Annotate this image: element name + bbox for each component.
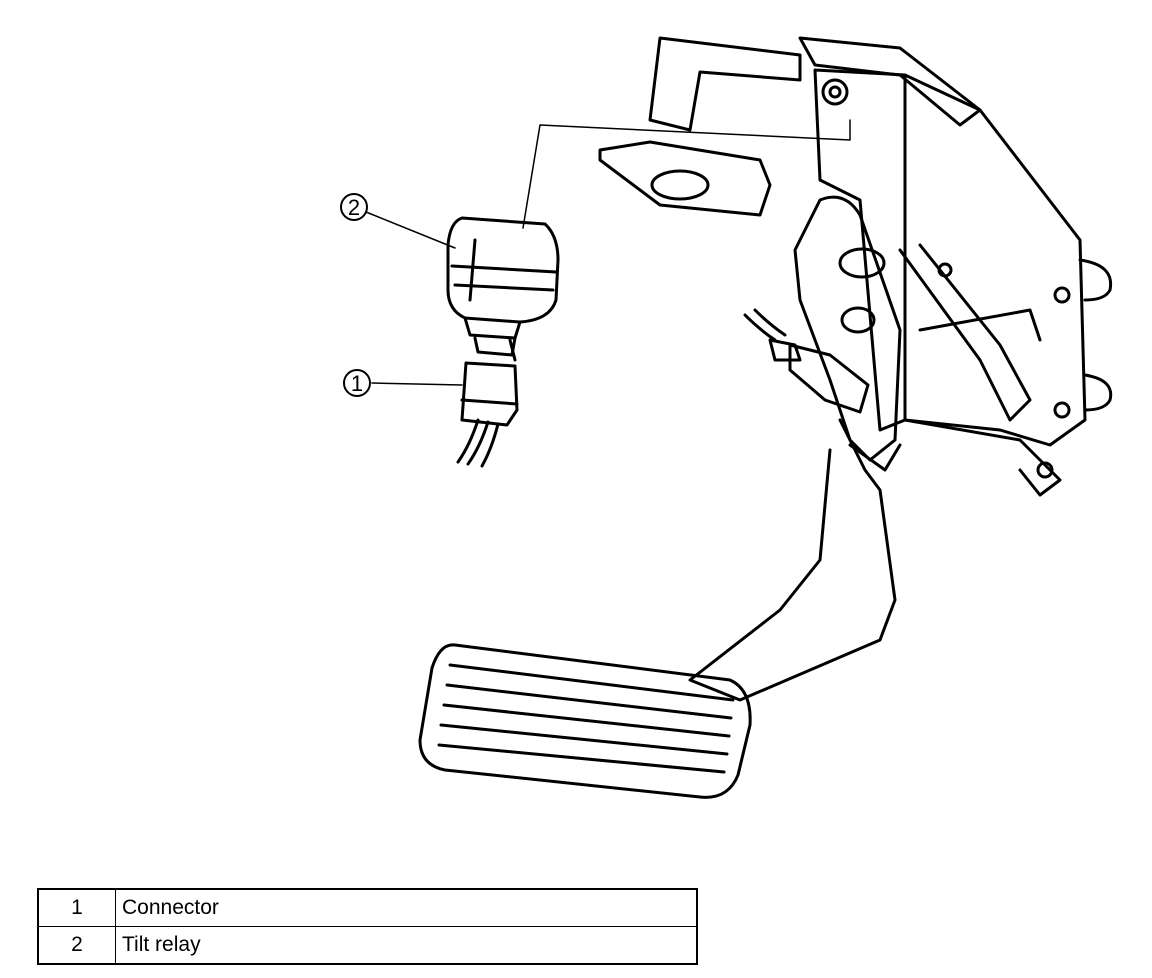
brake-pedal-pad	[418, 643, 752, 799]
legend-number: 2	[37, 926, 116, 965]
brake-pedal-arm	[688, 195, 902, 702]
legend-row: 1 Connector	[37, 888, 698, 927]
legend-label: Tilt relay	[115, 926, 698, 965]
parts-legend-table: 1 Connector 2 Tilt relay	[37, 888, 698, 965]
legend-number: 1	[37, 888, 116, 927]
callout-2-leader	[365, 211, 456, 249]
brake-pedal-tilt-relay-diagram: 2 1	[340, 36, 1113, 799]
callout-2: 2	[340, 193, 368, 221]
callout-1: 1	[343, 369, 371, 397]
svg-text:1: 1	[351, 371, 363, 396]
installed-tilt-relay	[743, 308, 870, 414]
pedal-support-bracket	[598, 36, 1113, 497]
relay-location-leader	[522, 119, 851, 229]
tilt-relay-exploded	[446, 216, 560, 362]
svg-text:2: 2	[348, 195, 360, 220]
callout-1-leader	[371, 382, 463, 386]
legend-label: Connector	[115, 888, 698, 927]
legend-row: 2 Tilt relay	[37, 926, 698, 965]
connector-exploded	[456, 361, 519, 468]
